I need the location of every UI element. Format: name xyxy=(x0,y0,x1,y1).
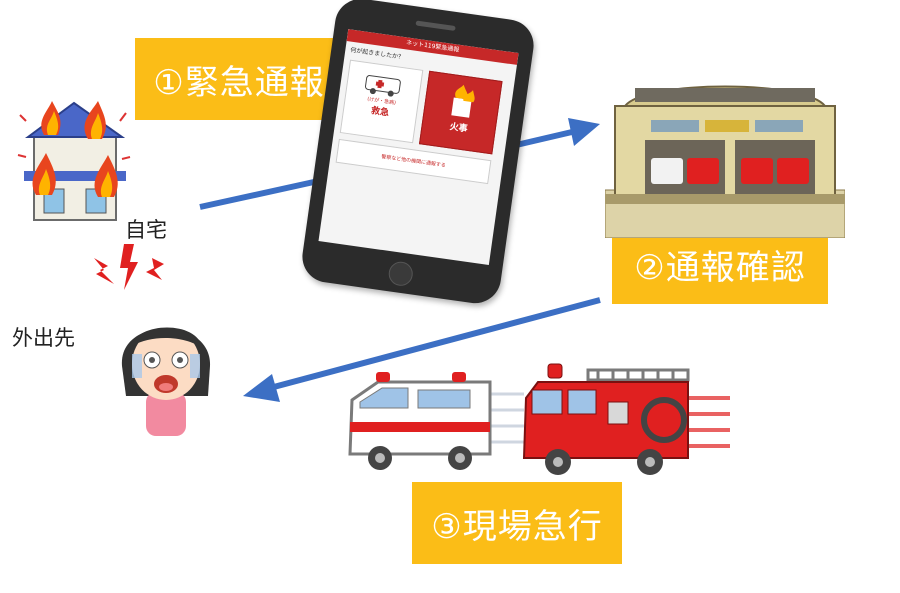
arrow-icon xyxy=(199,175,333,210)
step-dispatch-label: ③現場急行 xyxy=(431,506,603,547)
phone-screen: ネット119緊急通報 何が起きましたか？ (けが・急病) 救急 火事 警察など他… xyxy=(318,29,519,265)
burning-house-icon xyxy=(17,101,131,221)
panicked-person-icon xyxy=(121,327,211,436)
ambulance-tile-icon xyxy=(364,75,401,97)
step-emergency-call-label: ①緊急通報 xyxy=(153,62,325,103)
arrow-icon xyxy=(243,297,601,402)
fire-truck-icon xyxy=(522,363,730,475)
alert-mark-icon xyxy=(94,244,164,290)
fire-tile-label: 火事 xyxy=(448,122,469,135)
step-dispatch-box: ③現場急行 xyxy=(412,482,622,564)
ambulance-tile[interactable]: (けが・急病) 救急 xyxy=(339,59,424,144)
home-label: 自宅 xyxy=(125,218,167,242)
ambulance-icon xyxy=(348,372,524,470)
other-agency-label: 警察など他の機関に通報する xyxy=(380,153,447,169)
fire-tile[interactable]: 火事 xyxy=(418,70,503,155)
smartphone-icon: ネット119緊急通報 何が起きましたか？ (けが・急病) 救急 火事 警察など他… xyxy=(299,0,537,307)
step-call-confirm-label: ②通報確認 xyxy=(634,247,806,288)
fire-tile-icon xyxy=(451,84,475,118)
outside-label: 外出先 xyxy=(12,326,75,350)
fire-station-icon xyxy=(605,85,845,238)
arrow-icon xyxy=(511,118,600,149)
step-emergency-call-box: ①緊急通報 xyxy=(135,38,343,120)
